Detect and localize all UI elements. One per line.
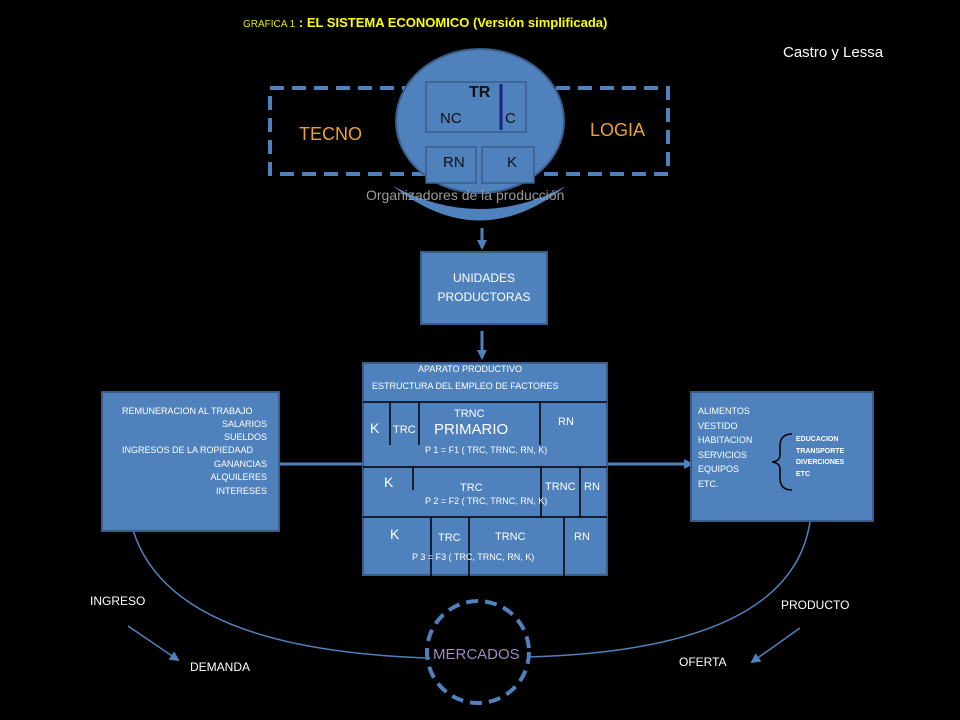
- remuneration-line-3: SUELDOS: [223, 432, 267, 442]
- markets-label: MERCADOS: [433, 646, 520, 663]
- organizers-crescent: [393, 186, 566, 221]
- product-item-3: HABITACION: [698, 435, 753, 446]
- apparatus-header-2: ESTRUCTURA DEL EMPLEO DE FACTORES: [372, 381, 559, 391]
- income-label: INGRESO: [90, 594, 146, 608]
- row2-rn: RN: [584, 481, 600, 493]
- productive-apparatus-box: [362, 362, 608, 576]
- product-item-5: EQUIPOS: [698, 464, 740, 475]
- remuneration-box: [101, 391, 280, 532]
- service-item-1: EDUCACION: [796, 436, 839, 443]
- row1-trc: TRC: [393, 424, 416, 436]
- markets-circle: [425, 599, 531, 705]
- row1-formula: P 1 = F1 ( TRC, TRNC, RN, K): [425, 445, 548, 455]
- row2-k: K: [384, 474, 394, 490]
- supply-label: OFERTA: [679, 655, 727, 669]
- row3-formula: P 3 = F3 ( TRC, TRNC, RN, K): [412, 552, 535, 562]
- services-brace-shape: [771, 433, 793, 491]
- row2-formula: P 2 = F2 ( TRC, TRNC, RN, K): [425, 496, 548, 506]
- remuneration-line-7: INTERESES: [215, 486, 267, 496]
- row2-trc: TRC: [460, 482, 483, 494]
- products-box: [690, 391, 874, 522]
- demand-label: DEMANDA: [190, 660, 251, 674]
- service-item-2: TRANSPORTE: [796, 447, 845, 455]
- units-line-2: PRODUCTORAS: [437, 290, 531, 304]
- k-label: K: [507, 154, 518, 171]
- product-item-4: SERVICIOS: [698, 449, 747, 460]
- product-item-6: ETC.: [698, 478, 719, 489]
- product-item-2: VESTIDO: [698, 420, 738, 431]
- remuneration-line-1: REMUNERACION AL TRABAJO: [122, 406, 253, 416]
- title-prefix: GRAFICA 1: [243, 19, 296, 30]
- services-list: EDUCACION TRANSPORTE DIVERCIONES ETC: [796, 434, 844, 480]
- remuneration-line-4: INGRESOS DE LA ROPIEDAAD: [122, 445, 254, 455]
- row1-sector: PRIMARIO: [434, 421, 509, 438]
- row2-trnc: TRNC: [545, 481, 576, 493]
- income-to-demand-arrow: [127, 625, 180, 662]
- productive-units-box: UNIDADES PRODUCTORAS: [420, 251, 548, 325]
- product-label: PRODUCTO: [781, 598, 850, 612]
- units-line-1: UNIDADES: [452, 271, 515, 285]
- row1-trnc: TRNC: [454, 408, 485, 420]
- row3-trc: TRC: [438, 532, 461, 544]
- remuneration-line-2: SALARIOS: [221, 419, 267, 429]
- tr-box: [425, 81, 527, 133]
- product-item-1: ALIMENTOS: [698, 406, 750, 416]
- products-list: ALIMENTOS VESTIDO HABITACION SERVICIOS E…: [698, 404, 752, 492]
- row1-rn: RN: [558, 416, 574, 428]
- remuneration-line-5: GANANCIAS: [213, 459, 267, 469]
- row3-k: K: [390, 526, 400, 542]
- c-label: C: [505, 110, 516, 127]
- title-main: : EL SISTEMA ECONOMICO (Versión simplifi…: [298, 15, 608, 30]
- remuneration-line-6: ALQUILERES: [210, 472, 267, 482]
- row3-trnc: TRNC: [495, 531, 526, 543]
- service-item-4: ETC: [796, 470, 810, 478]
- row1-k: K: [370, 420, 380, 436]
- service-item-3: DIVERCIONES: [796, 459, 845, 466]
- left-arc: [132, 529, 431, 659]
- right-arc: [526, 521, 811, 658]
- tr-label: TR: [469, 84, 491, 101]
- logia-label: LOGIA: [590, 120, 646, 140]
- apparatus-header-1: APARATO PRODUCTIVO: [418, 364, 523, 374]
- rn-label: RN: [443, 154, 465, 171]
- product-to-supply-arrow: [750, 627, 801, 664]
- k-box: [481, 146, 535, 184]
- page-title: GRAFICA 1 : EL SISTEMA ECONOMICO (Versió…: [243, 15, 607, 30]
- nc-label: NC: [440, 110, 462, 127]
- rn-box: [425, 146, 477, 184]
- row3-rn: RN: [574, 531, 590, 543]
- organizers-label: Organizadores de la producción: [366, 187, 565, 203]
- tecno-label: TECNO: [299, 124, 362, 144]
- author-label: Castro y Lessa: [783, 44, 884, 61]
